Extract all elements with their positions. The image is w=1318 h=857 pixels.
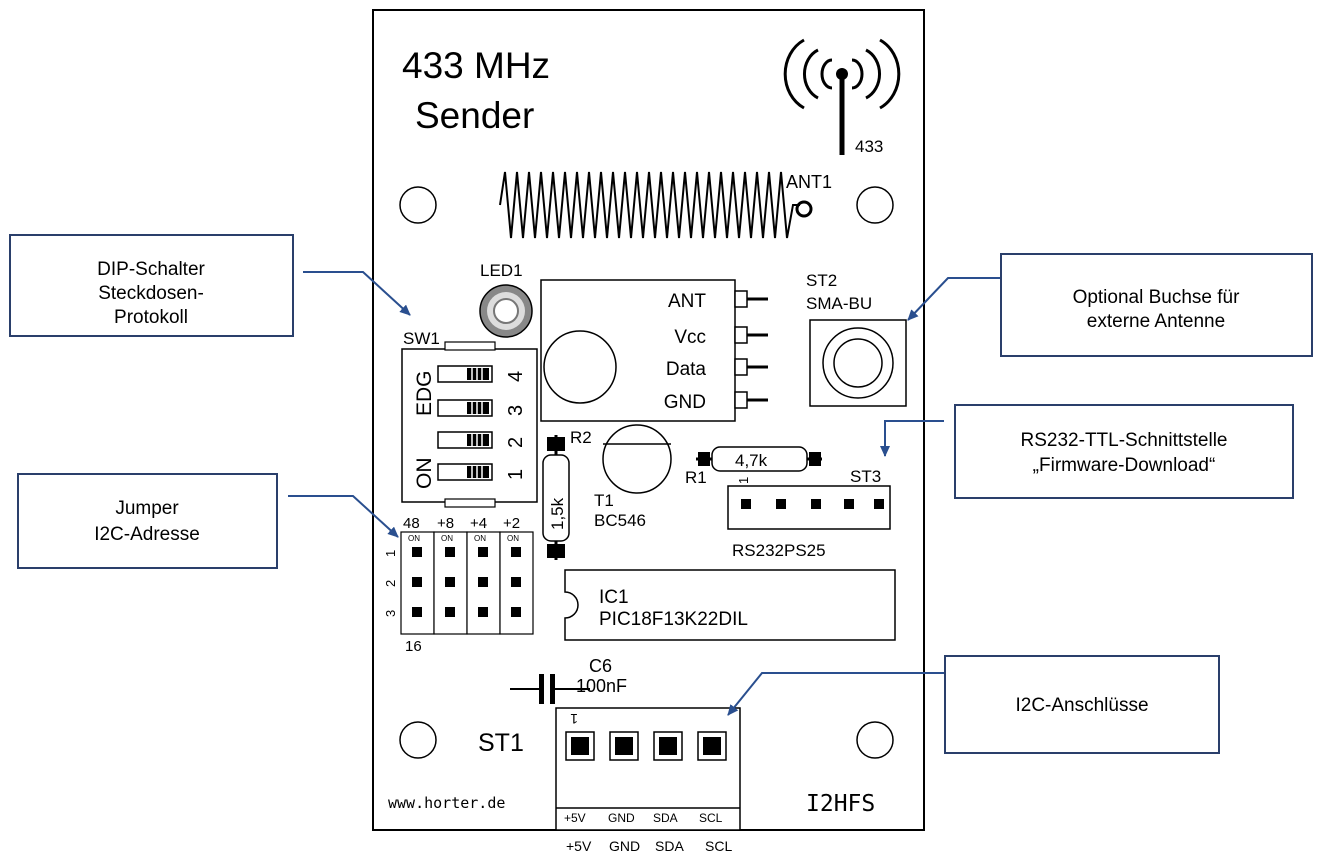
dip-side-edg: EDG [413,370,436,416]
bottom-pin-scl: SCL [705,838,732,854]
st1-label: ST1 [478,729,524,757]
jumper-bottom-label: 16 [405,638,422,655]
c6-value: 100nF [576,676,627,696]
callout-dip-line1: DIP-Schalter [97,259,205,280]
jumper-on-label: ON [408,534,420,543]
jumper-top-8: +8 [437,515,454,532]
sw1-label: SW1 [403,329,440,348]
module-pin-ant: ANT [668,291,706,312]
callout-rs232-line2: „Firmware-Download“ [1033,455,1216,476]
board-name: I2HFS [806,791,875,817]
freq-label: 433 [855,137,883,156]
led1-label: LED1 [480,261,523,280]
c6-label: C6 [589,656,612,676]
callout-dip-line2: Steckdosen- [98,283,204,304]
arrow-i2c [727,672,945,716]
sma-connector [809,319,907,407]
t1-type: BC546 [594,511,646,530]
website-url: www.horter.de [388,794,505,812]
jumper-on-label: ON [507,534,519,543]
jumper-row-3: 3 [383,610,398,617]
callout-i2c: I2C-Anschlüsse [944,655,1220,754]
r2-label: R2 [570,428,592,447]
st2-label: ST2 [806,271,837,290]
jumper-top-2: +2 [503,515,520,532]
callout-jumper: Jumper I2C-Adresse [17,473,278,569]
callout-dip: DIP-Schalter Steckdosen- Protokoll [9,234,294,337]
mounting-hole [856,721,894,759]
ic1-label: IC1 [599,587,629,608]
bottom-pin-gnd: GND [609,838,640,854]
dip-side-on: ON [413,458,436,490]
dip-num-1: 1 [505,469,527,480]
st3-label: ST3 [850,467,881,486]
arrow-rs232 [880,420,944,457]
arrow-dip [303,271,411,316]
t1-label: T1 [594,491,614,510]
ic1-chip: IC1 PIC18F13K22DIL [564,569,896,641]
jumper-top-48: 48 [403,515,420,532]
st1-pin1: 1 [570,711,578,727]
transistor-t1 [602,424,672,494]
jumper-top-4: +4 [470,515,487,532]
arrow-antenna [907,277,1002,321]
st3-pin1: 1 [736,477,751,484]
resistor-r2: 1,5k [542,435,570,560]
callout-jumper-line1: Jumper [115,498,179,519]
callout-antenna: Optional Buchse für externe Antenne [1000,253,1313,357]
callout-dip-line3: Protokoll [114,307,188,328]
callout-rs232-line1: RS232-TTL-Schnittstelle [1021,430,1228,451]
rs232-header: 1 [727,477,891,530]
ant1-label: ANT1 [786,172,832,192]
st3-type: RS232PS25 [732,541,826,560]
r1-value: 4,7k [735,451,768,470]
i2c-terminal: 1 +5V GND SDA SCL [555,707,741,831]
mounting-hole [856,186,894,224]
module-pin-data: Data [666,359,707,380]
ic1-type: PIC18F13K22DIL [599,609,748,630]
board-title-line2: Sender [415,95,534,136]
callout-antenna-line2: externe Antenne [1087,311,1225,332]
st1-pin-5v: +5V [564,811,586,825]
dip-num-4: 4 [505,371,527,382]
coil-antenna [499,171,800,239]
callout-jumper-line2: I2C-Adresse [94,524,200,545]
dip-num-2: 2 [505,437,527,448]
st1-pin-scl: SCL [699,811,723,825]
r2-value: 1,5k [548,497,567,530]
mounting-hole [399,186,437,224]
jumper-block: 48 +8 +4 +2 ON ON ON ON 1 2 3 16 [383,515,534,655]
module-pin-vcc: Vcc [674,327,706,348]
st2-type: SMA-BU [806,294,872,313]
callout-rs232: RS232-TTL-Schnittstelle „Firmware-Downlo… [954,404,1294,499]
bottom-pin-sda: SDA [655,838,684,854]
jumper-on-label: ON [441,534,453,543]
bottom-pin-5v: +5V [566,838,592,854]
resistor-r1: 4,7k [696,446,822,472]
dip-switch: EDG ON 4 3 2 1 [401,341,538,508]
module-pin-gnd: GND [664,392,706,413]
st1-pin-sda: SDA [653,811,678,825]
arrow-jumper [288,495,399,538]
jumper-on-label: ON [474,534,486,543]
r1-label: R1 [685,468,707,487]
dip-num-3: 3 [505,405,527,416]
mounting-hole [399,721,437,759]
jumper-row-1: 1 [383,550,398,557]
st1-pin-gnd: GND [608,811,635,825]
rf-module: ANT Vcc Data GND [540,279,768,422]
callout-antenna-line1: Optional Buchse für [1073,287,1241,308]
board-title-line1: 433 MHz [402,45,550,86]
capacitor-c6 [510,674,590,704]
callout-i2c-line1: I2C-Anschlüsse [1015,695,1148,716]
led-icon [479,284,533,338]
jumper-row-2: 2 [383,580,398,587]
antenna-icon [783,38,901,155]
